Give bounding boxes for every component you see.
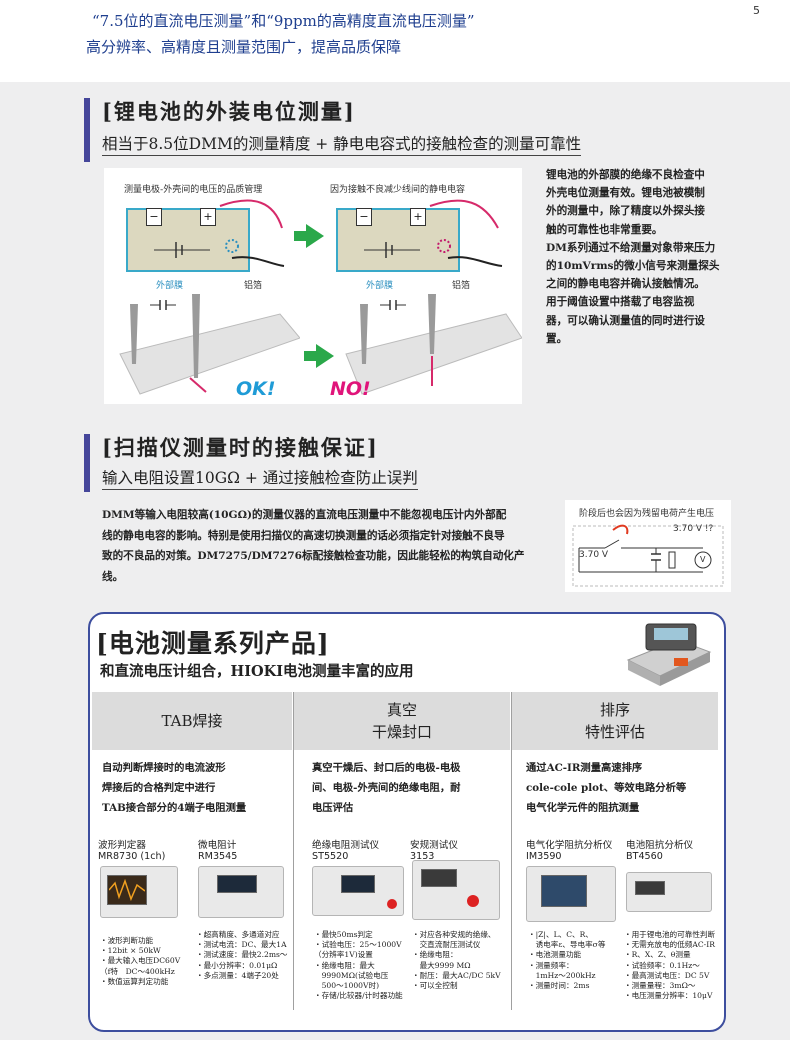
figure-caption: 阶段后也会因为残留电荷产生电压: [579, 509, 715, 519]
product-name: 电气化学阻抗分析仪 IM3590: [526, 840, 613, 862]
desc-line: 用于阈值设置中搭载了电容监视: [546, 296, 695, 309]
label-aluminum-foil: 铝箔: [244, 281, 263, 291]
probe-ok-illustration: [119, 294, 300, 395]
section2-description: DMM等输入电阻较高(10GΩ)的测量仪器的直流电压测量中不能忽视电压计内外部配…: [102, 505, 552, 587]
waveform-judge-device: [100, 866, 178, 918]
desc-line: 器，可以确认测量值的同时进行设: [546, 314, 705, 327]
section2-title: [扫描仪测量时的接触保证]: [102, 435, 379, 460]
spec-list: ・最快50ms判定 ・试验电压：25～1000V （分辨率1V)设置 ・绝缘电阻…: [314, 930, 403, 1001]
battery-tester-image: [626, 623, 712, 686]
product-name: 安规测试仪 3153: [410, 840, 458, 862]
product-name: 波形判定器 MR8730 (1ch): [98, 840, 166, 862]
header-line-2: 高分辨率、高精度且测量范围广，提高品质保障: [86, 38, 402, 56]
desc-line: DM系列通过不给测量对象带来压力: [546, 241, 716, 254]
battery-impedance-meter-device: [626, 872, 712, 912]
wiring-left: [154, 199, 285, 267]
figure-caption-left: 测量电极-外壳间的电压的品质管理: [124, 185, 263, 195]
column-heading-vacuum: 真空 干燥封口: [294, 692, 510, 750]
products-subtitle: 和直流电压计组合，HIOKI电池测量丰富的应用: [100, 663, 414, 680]
product-name: 微电阻计 RM3545: [198, 840, 238, 862]
page-header: “7.5位的直流电压测量”和“9ppm的高精度直流电压测量” 高分辨率、高精度且…: [0, 0, 790, 82]
insulation-tester-device: [312, 866, 404, 916]
column-divider: [293, 692, 294, 1010]
label-outer-film: 外部膜: [156, 281, 184, 291]
spec-list: ・|Z|、L、C、R、 诱电率ε、导电率σ等 ・电池测量功能 ・测量频率： 1m…: [528, 930, 606, 991]
desc-line: 致的不良品的对策。DM7275/DM7276标配接触检查功能，因此能轻松的构筑自…: [102, 550, 525, 562]
column-description: 真空干燥后、封口后的电极-电极 间、电极-外壳间的绝缘电阻，耐 电压评估: [312, 762, 461, 814]
figure-caption-right: 因为接触不良减少线间的静电电容: [330, 185, 466, 195]
product-name: 绝缘电阻测试仪 ST5520: [312, 840, 380, 862]
contact-check-figure: 测量电极-外壳间的电压的品质管理 因为接触不良减少线间的静电电容 − + 外部膜…: [104, 168, 522, 404]
arrow-right-icon: [294, 224, 324, 248]
page-number: 5: [753, 4, 760, 17]
section1-title: [锂电池的外装电位测量]: [102, 99, 356, 124]
desc-line: 置。: [546, 332, 568, 345]
desc-line: 触的可靠性也非常重要。: [546, 223, 663, 236]
label-outer-film-right: 外部膜: [366, 281, 394, 291]
section1-description: 锂电池的外部膜的绝缘不良检查中 外壳电位测量有效。锂电池被模制 外的测量中，除了…: [546, 166, 742, 348]
voltmeter-icon: V: [700, 555, 706, 564]
column-heading-sorting: 排序 特性评估: [512, 692, 718, 750]
residual-charge-circuit: [572, 524, 724, 587]
plus-electrode: +: [200, 208, 216, 226]
minus-electrode: −: [146, 208, 162, 226]
desc-line: 的10mVrms的微小信号来测量探头: [546, 260, 720, 273]
residual-charge-figure: 阶段后也会因为残留电荷产生电压 3.70 V 3.70 V !? V: [565, 500, 731, 592]
micro-ohm-meter-device: [198, 866, 284, 918]
arrow-right-icon-2: [304, 344, 334, 368]
desc-line: DMM等输入电阻较高(10GΩ)的测量仪器的直流电压测量中不能忽视电压计内外部配: [102, 509, 507, 521]
spec-list: ・用于锂电池的可靠性判断 ・无需充放电的低频AC-IR ・R、X、Z、θ测量 ・…: [624, 930, 716, 1001]
column-description: 通过AC-IR测量高速排序 cole-cole plot、等效电路分析等 电气化…: [526, 762, 687, 814]
section1-subtitle: 相当于8.5位DMM的测量精度 + 静电电容式的接触检查的测量可靠性: [102, 132, 582, 156]
label-aluminum-foil-right: 铝箔: [452, 281, 471, 291]
desc-line: 锂电池的外部膜的绝缘不良检查中: [546, 169, 705, 181]
safety-tester-device: [412, 860, 500, 920]
ok-label: OK!: [236, 378, 276, 400]
products-title: [电池测量系列产品]: [96, 629, 330, 658]
voltage-left: 3.70 V: [579, 550, 609, 560]
spec-list: ・波形判断功能 ・12bit × 50kW ・最大输入电压DC60V （f特 D…: [100, 936, 181, 986]
desc-line: 外的测量中，除了精度以外探头接: [546, 205, 705, 218]
section-accent-bar: [84, 98, 90, 162]
probe-ng-illustration: [345, 294, 522, 395]
impedance-analyzer-device: [526, 866, 616, 922]
voltage-right: 3.70 V !?: [673, 524, 714, 534]
header-line-1: “7.5位的直流电压测量”和“9ppm的高精度直流电压测量”: [92, 12, 475, 30]
spec-list: ・对应各种安规的绝缘、 交直流耐压测试仪 ・绝缘电阻： 最大9999 MΩ ・耐…: [412, 930, 501, 991]
section2-subtitle: 输入电阻设置10GΩ + 通过接触检查防止误判: [102, 466, 418, 490]
column-divider: [511, 692, 512, 1010]
desc-line: 线的静电电容的影响。特别是使用扫描仪的高速切换测量的话必须指定针对接触不良导: [102, 529, 505, 542]
ng-label: NO!: [330, 378, 371, 400]
column-description: 自动判断焊接时的电流波形 焊接后的合格判定中进行 TAB接合部分的4端子电阻测量: [102, 762, 247, 814]
product-panel: [88, 612, 726, 1032]
spec-list: ・超高精度、多通道对应 ・测试电流：DC、最大1A ・测试速度：最快2.2ms～…: [196, 930, 288, 980]
desc-line: 线。: [102, 570, 124, 583]
section-accent-bar: [84, 434, 90, 492]
plus-electrode-right: +: [410, 208, 426, 226]
desc-line: 之间的静电电容并确认接触情况。: [546, 278, 705, 291]
desc-line: 外壳电位测量有效。锂电池被模制: [546, 187, 705, 200]
product-name: 电池阻抗分析仪 BT4560: [626, 840, 694, 862]
column-heading-tab-welding: TAB焊接: [92, 692, 292, 750]
wiring-right: [364, 199, 503, 267]
minus-electrode-right: −: [356, 208, 372, 226]
